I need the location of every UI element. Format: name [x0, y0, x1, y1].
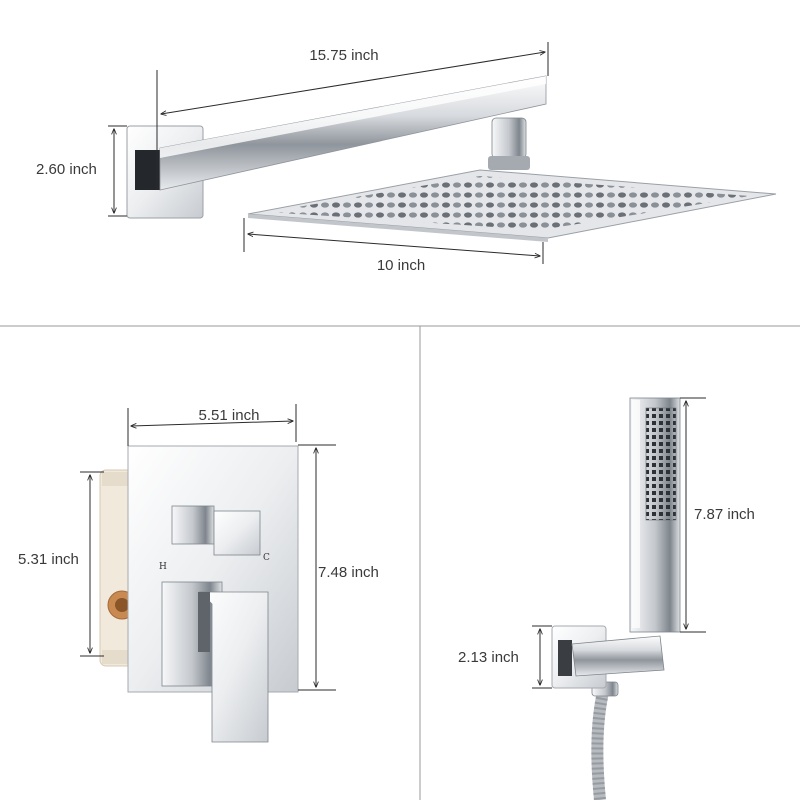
- dim-valve-body-height: 5.31 inch: [18, 471, 104, 657]
- mark-cold: C: [263, 553, 270, 563]
- handheld-spray-face: [645, 407, 677, 521]
- dim-arm-length: 15.75 inch: [156, 42, 549, 190]
- mark-hot: H: [159, 562, 167, 572]
- diverter-knob: [171, 505, 215, 545]
- diverter-valve-assembly: H C: [99, 445, 299, 743]
- dim-plate-height: 7.48 inch: [298, 444, 379, 691]
- dim-head-width: 10 inch: [243, 218, 544, 274]
- label-handshower-length: 7.87 inch: [694, 506, 755, 523]
- label-flange-height: 2.60 inch: [36, 161, 97, 178]
- label-plate-height: 7.48 inch: [318, 564, 379, 581]
- handshower-assembly: [551, 397, 681, 800]
- dim-handshower-length: 7.87 inch: [680, 397, 755, 633]
- dim-holder-height: 2.13 inch: [458, 625, 552, 689]
- hand-holder: [571, 635, 665, 677]
- dim-flange-height: 2.60 inch: [36, 125, 127, 217]
- label-plate-width: 5.51 inch: [199, 407, 260, 424]
- swivel-joint: [491, 117, 527, 159]
- label-holder-height: 2.13 inch: [458, 649, 519, 666]
- label-valve-body-height: 5.31 inch: [18, 551, 79, 568]
- label-arm-length: 15.75 inch: [309, 47, 378, 64]
- rain-shower-assembly: [126, 75, 777, 242]
- dim-plate-width: 5.51 inch: [127, 404, 297, 446]
- label-head-width: 10 inch: [377, 257, 425, 274]
